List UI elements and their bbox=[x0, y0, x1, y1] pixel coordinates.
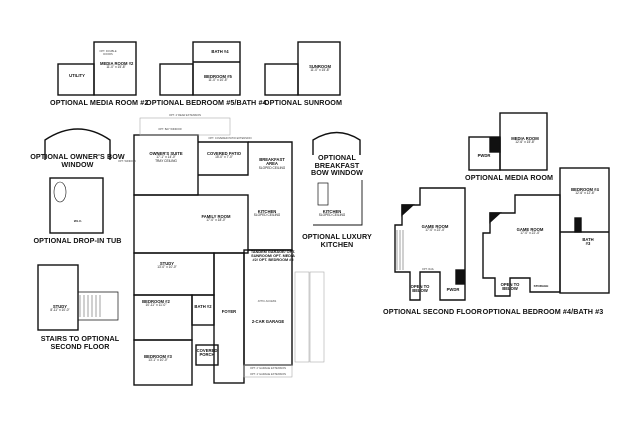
title-optional-sunroom: OPTIONAL SUNROOM bbox=[263, 98, 343, 107]
room-open-to-below-alt: OPEN TO BELOW bbox=[500, 282, 520, 292]
title-optional-bedroom-5-bath-4: OPTIONAL BEDROOM #5/BATH #4 bbox=[146, 98, 267, 107]
title-optional-drop-in-tub: OPTIONAL DROP-IN TUB bbox=[33, 236, 122, 245]
note-double-doors: OPT. DOUBLE DOORS bbox=[99, 50, 117, 56]
note-opt-rail: OPT. RAIL bbox=[421, 268, 435, 271]
room-foyer: FOYER bbox=[221, 309, 237, 314]
room-pwdr: PWDR bbox=[446, 287, 460, 292]
note-opt-window: OPT. WINDOW bbox=[118, 160, 136, 163]
plan-stairs-study bbox=[37, 264, 119, 331]
title-optional-breakfast-bow-window: OPTIONAL BREAKFAST BOW WINDOW bbox=[310, 153, 364, 178]
plan-main-floor bbox=[133, 117, 325, 386]
room-storage: STORAGE bbox=[533, 284, 549, 288]
title-optional-luxury-kitchen: OPTIONAL LUXURY KITCHEN bbox=[302, 232, 372, 249]
note-bay-window: OPT. BAY WINDOW bbox=[158, 128, 182, 131]
plan-bedroom-5 bbox=[159, 41, 241, 96]
plan-drop-in-tub bbox=[49, 177, 104, 234]
plan-bedroom-4-bath-3 bbox=[482, 167, 610, 297]
room-2-car-garage: 2-CAR GARAGE bbox=[251, 319, 285, 324]
title-optional-second-floor: OPTIONAL SECOND FLOOR bbox=[383, 307, 483, 316]
room-pwdr-upper: PWDR bbox=[477, 153, 491, 158]
plan-breakfast-bow-window bbox=[312, 131, 361, 155]
plan-media-room-2 bbox=[57, 41, 137, 96]
plan-luxury-kitchen bbox=[313, 180, 363, 226]
room-covered-porch: COVERED PORCH bbox=[196, 348, 218, 358]
note-attic-access: ATTIC ACCESS bbox=[257, 300, 277, 303]
plan-owners-bow-window bbox=[44, 128, 111, 160]
room-bath-4: BATH #4 bbox=[211, 49, 229, 54]
plan-sunroom bbox=[264, 41, 341, 96]
note-garage-extension-4: OPT. 4' GARAGE EXTENSION bbox=[250, 373, 286, 376]
room-bath-3: BATH #3 bbox=[582, 237, 594, 247]
note-garage-extension-2: OPT. 2' GARAGE EXTENSION bbox=[250, 367, 286, 370]
plan-second-floor bbox=[394, 187, 466, 301]
room-tandem-garage: TANDEM GARAGE/ OPT. SUNROOM/ OPT. MEDIA … bbox=[250, 250, 296, 262]
room-utility: UTILITY bbox=[69, 73, 85, 78]
title-optional-bedroom-4-bath-3: OPTIONAL BEDROOM #4/BATH #3 bbox=[482, 307, 604, 316]
room-wic: W.I.C. bbox=[73, 219, 83, 223]
title-optional-media-room-2: OPTIONAL MEDIA ROOM #2 bbox=[50, 98, 149, 107]
note-rear-extension: OPT. 4' REAR EXTENSION bbox=[168, 114, 202, 117]
plan-media-room-upper bbox=[468, 112, 548, 171]
room-bath-2: BATH #2 bbox=[194, 304, 212, 309]
title-stairs-to-optional-second-floor: STAIRS TO OPTIONAL SECOND FLOOR bbox=[40, 334, 120, 351]
note-patio-extension: OPT. COVERED PATIO EXTENSION bbox=[208, 137, 252, 140]
title-optional-media-room: OPTIONAL MEDIA ROOM bbox=[465, 173, 554, 182]
room-open-to-below: OPEN TO BELOW bbox=[410, 284, 430, 294]
title-optional-owners-bow-window: OPTIONAL OWNER'S BOW WINDOW bbox=[30, 152, 125, 169]
